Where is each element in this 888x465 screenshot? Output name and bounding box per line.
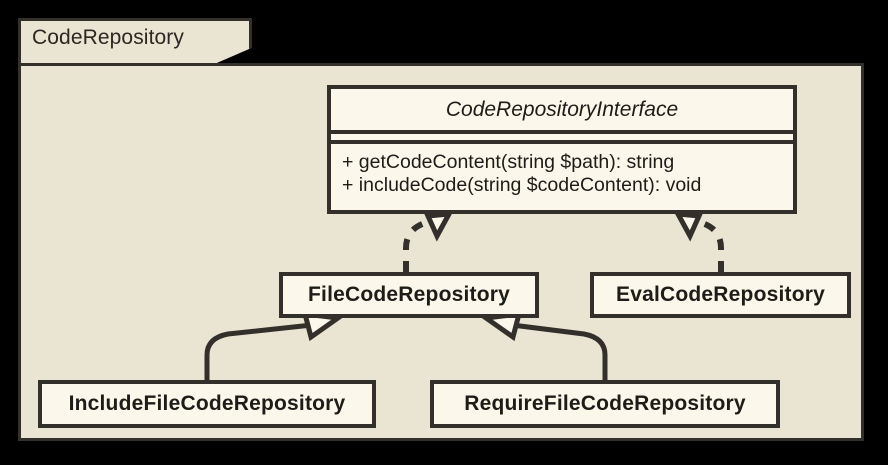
package-tab xyxy=(18,18,252,66)
class-eval-code-repository[interactable]: EvalCodeRepository xyxy=(590,272,851,318)
interface-method-get-code-content: + getCodeContent(string $path): string xyxy=(342,151,675,173)
class-include-file-code-repository[interactable]: IncludeFileCodeRepository xyxy=(38,380,376,428)
class-name-label: FileCodeRepository xyxy=(308,283,510,306)
interface-code-repository-interface[interactable]: CodeRepositoryInterface + getCodeContent… xyxy=(327,85,797,214)
class-name-label: RequireFileCodeRepository xyxy=(464,392,746,415)
interface-name-label: CodeRepositoryInterface xyxy=(445,97,679,121)
interface-methods-compartment: + getCodeContent(string $path): string +… xyxy=(331,144,793,210)
class-file-code-repository[interactable]: FileCodeRepository xyxy=(279,272,539,318)
class-name-label: EvalCodeRepository xyxy=(616,283,825,306)
package-tab-label-area: CodeRepository xyxy=(18,18,252,66)
interface-attributes-compartment xyxy=(331,134,793,144)
interface-title-compartment: CodeRepositoryInterface xyxy=(331,89,793,134)
class-require-file-code-repository[interactable]: RequireFileCodeRepository xyxy=(430,380,780,428)
package-name-label: CodeRepository xyxy=(32,26,184,49)
class-name-label: IncludeFileCodeRepository xyxy=(68,392,346,415)
interface-method-include-code: + includeCode(string $codeContent): void xyxy=(342,174,702,196)
